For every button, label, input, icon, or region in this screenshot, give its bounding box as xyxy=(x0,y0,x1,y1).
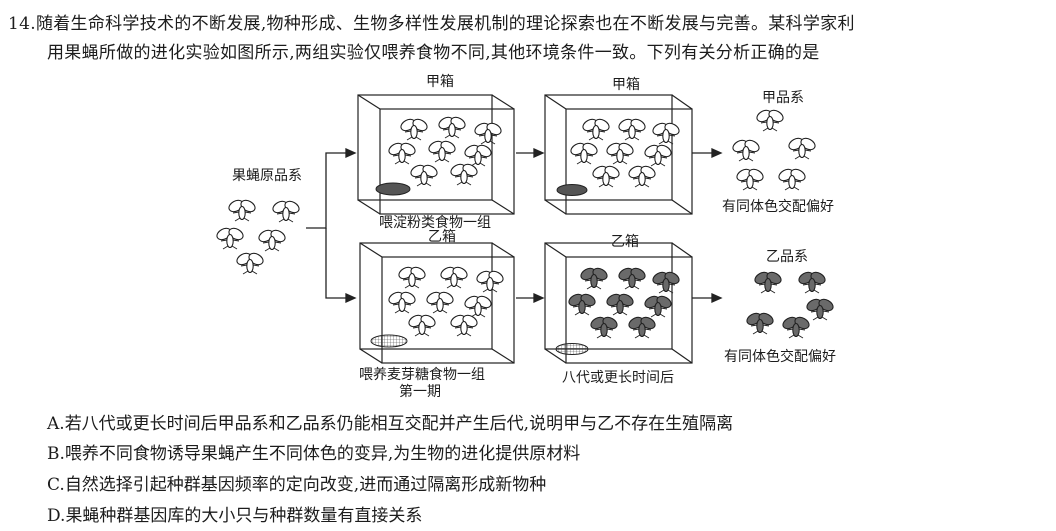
option-a-text: 若八代或更长时间后甲品系和乙品系仍能相互交配并产生后代,说明甲与乙不存在生殖隔离 xyxy=(64,414,734,434)
option-b-text: 喂养不同食物诱导果蝇产生不同体色的变异,为生物的进化提供原材料 xyxy=(64,444,581,464)
mating-preference-label-yi: 有同体色交配偏好 xyxy=(724,349,836,365)
fly-icon xyxy=(216,226,244,250)
branch-arrows xyxy=(306,147,723,304)
fly-icon xyxy=(272,199,300,223)
question-stem-line-2: 用果蝇所做的进化实验如图所示,两组实验仅喂养食物不同,其他环境条件一致。下列有关… xyxy=(47,43,820,63)
option-d-text: 果蝇种群基因库的大小只与种群数量有直接关系 xyxy=(65,506,423,526)
option-d-letter: D. xyxy=(47,506,66,526)
fly-icon xyxy=(258,228,286,252)
option-d: D.果蝇种群基因库的大小只与种群数量有直接关系 xyxy=(47,501,422,526)
question-text-1: 随着生命科学技术的不断发展,物种形成、生物多样性发展机制的理论探索也在不断发展与… xyxy=(35,14,855,34)
strain-jia-flies xyxy=(732,108,816,191)
option-c-letter: C. xyxy=(47,475,65,495)
box-yi-later xyxy=(544,242,693,364)
option-b: B.喂养不同食物诱导果蝇产生不同体色的变异,为生物的进化提供原材料 xyxy=(47,439,580,464)
maltose-food-dish xyxy=(370,334,408,348)
later-period-label: 八代或更长时间后 xyxy=(562,370,674,386)
box-jia-first xyxy=(357,94,515,215)
option-a: A.若八代或更长时间后甲品系和乙品系仍能相互交配并产生后代,说明甲与乙不存在生殖… xyxy=(47,409,733,434)
strain-jia-label: 甲品系 xyxy=(762,90,804,106)
starch-food-dish xyxy=(375,182,411,196)
option-c: C.自然选择引起种群基因频率的定向改变,进而通过隔离形成新物种 xyxy=(47,470,546,495)
option-c-text: 自然选择引起种群基因频率的定向改变,进而通过隔离形成新物种 xyxy=(64,475,547,495)
fly-icon xyxy=(236,251,264,275)
box-jia-label-2: 甲箱 xyxy=(612,77,640,93)
origin-fly-group xyxy=(216,198,300,275)
first-period-label: 第一期 xyxy=(399,384,441,400)
box-yi-label-2: 乙箱 xyxy=(611,234,639,250)
box-yi-first xyxy=(359,242,515,364)
box-jia-later xyxy=(544,94,693,215)
question-number: 14. xyxy=(8,14,36,34)
option-a-letter: A. xyxy=(47,414,65,434)
question-stem-line-1: 14.随着生命科学技术的不断发展,物种形成、生物多样性发展机制的理论探索也在不断… xyxy=(8,9,855,34)
strain-yi-flies xyxy=(746,270,834,339)
option-b-letter: B. xyxy=(47,444,65,464)
mating-preference-label-jia: 有同体色交配偏好 xyxy=(722,199,834,215)
box-jia-label-1: 甲箱 xyxy=(426,74,454,90)
origin-strain-label: 果蝇原品系 xyxy=(232,168,302,184)
maltose-group-label: 喂养麦芽糖食物一组 xyxy=(359,367,485,383)
box-yi-label-1: 乙箱 xyxy=(428,229,456,245)
fly-icon xyxy=(228,198,256,222)
starch-group-label: 喂淀粉类食物一组 xyxy=(379,215,491,231)
strain-yi-label: 乙品系 xyxy=(766,249,808,265)
